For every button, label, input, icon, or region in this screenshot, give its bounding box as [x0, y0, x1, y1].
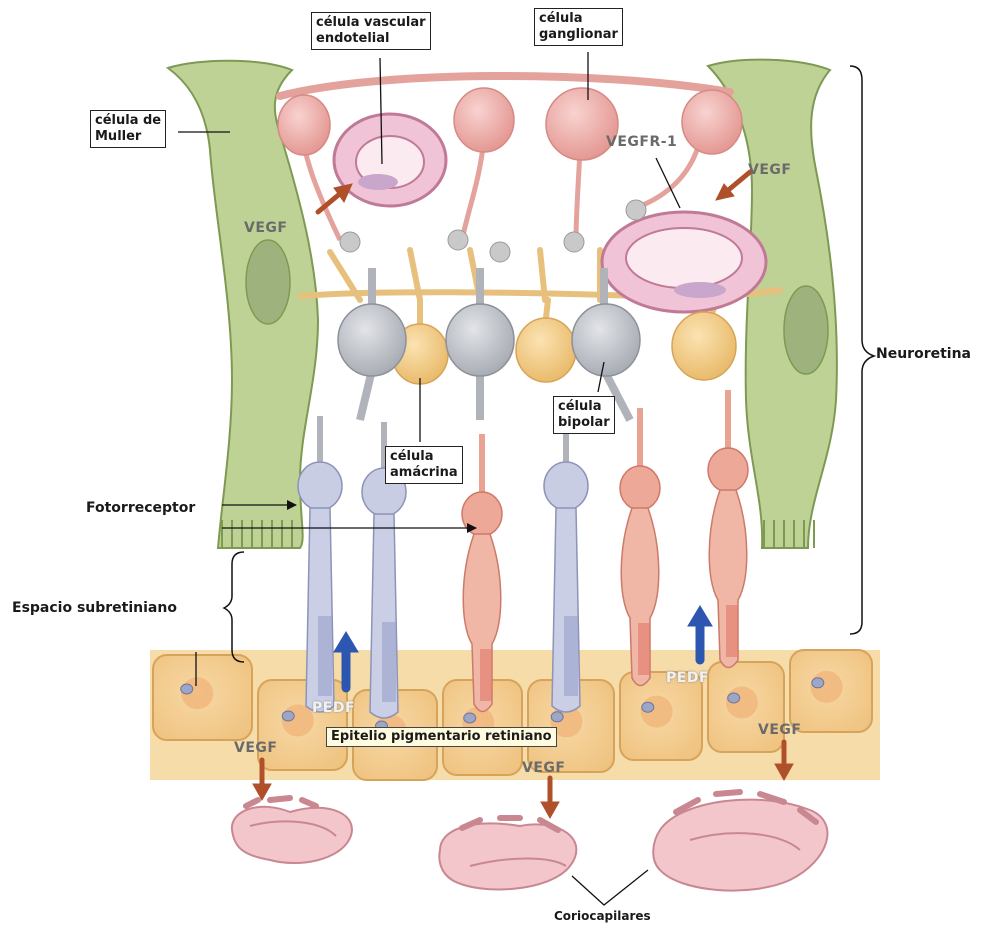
- rpe-cell: [790, 650, 872, 732]
- pedf-label-right: PEDF: [666, 670, 709, 686]
- label-neuroretina: Neuroretina: [876, 346, 971, 362]
- label-photoreceptor: Fotorreceptor: [86, 500, 195, 516]
- vegf-label-rpe-right: VEGF: [758, 722, 801, 738]
- pedf-label-left: PEDF: [312, 700, 355, 716]
- retinal-vessel-top: [334, 114, 446, 206]
- vegfr1-label: VEGFR-1: [606, 134, 677, 150]
- rpe-cell: [708, 662, 784, 752]
- label-vascular-endothelial-cell: célula vascular endotelial: [311, 12, 431, 50]
- label-amacrine-cell: célula amácrina: [385, 446, 463, 484]
- amacrine-cells: [392, 312, 736, 384]
- label-bipolar-cell: célula bipolar: [553, 396, 615, 434]
- subretinal-brace: [224, 552, 244, 662]
- label-retinal-pigment-epithelium: Epitelio pigmentario retiniano: [326, 727, 557, 747]
- label-muller-cell: célula de Muller: [90, 110, 166, 148]
- cone-cell: [708, 390, 748, 668]
- neuroretina-brace: [850, 66, 874, 634]
- retinal-vessel-right: [602, 212, 766, 312]
- vegf-label-muller-left: VEGF: [244, 220, 287, 236]
- cone-cell: [620, 408, 660, 686]
- ganglion-axon-bundle: [280, 76, 730, 96]
- label-choriocapillaris: Coriocapilares: [554, 908, 651, 924]
- choriocapillaris: [232, 792, 828, 891]
- vegf-label-top-right: VEGF: [748, 162, 791, 178]
- label-subretinal-space: Espacio subretiniano: [12, 600, 177, 616]
- rpe-cell: [153, 655, 252, 740]
- vegf-label-rpe-center: VEGF: [522, 760, 565, 776]
- vegf-label-rpe-left: VEGF: [234, 740, 277, 756]
- label-ganglion-cell: célula ganglionar: [534, 8, 623, 46]
